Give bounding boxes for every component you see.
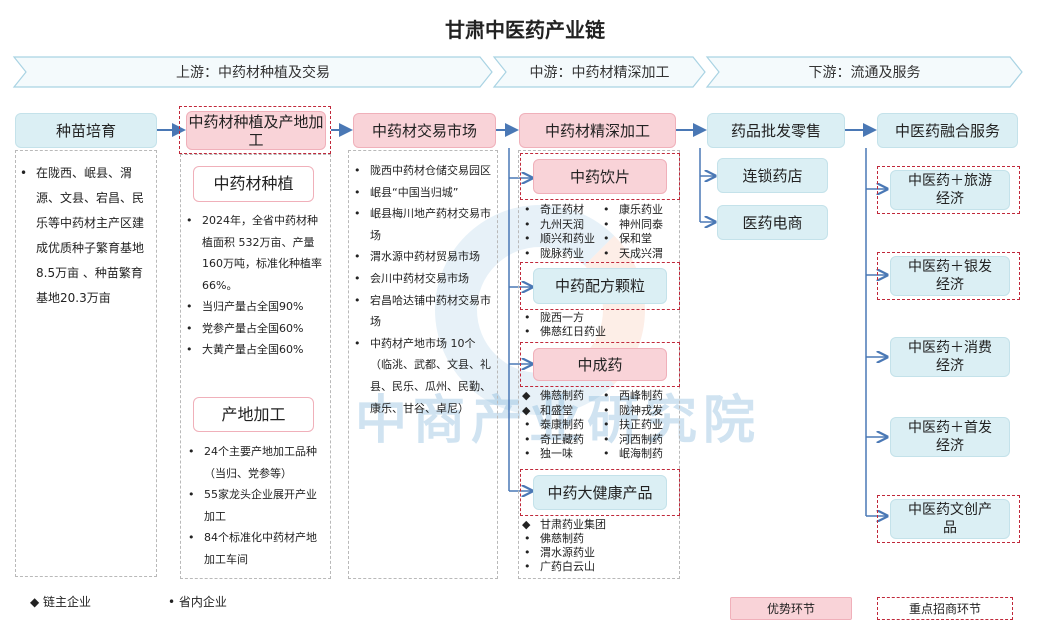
company-item: 岷海制药 (599, 447, 678, 462)
pharma-ecommerce: 医药电商 (717, 205, 828, 240)
bullet-list: 陇西中药材仓储交易园区岷县“中国当归城”岷县梅川地产药材交易市场渭水源中药材贸易… (350, 160, 496, 419)
company-item: 顺兴和药业 (520, 232, 599, 247)
list-item: 渭水源中药材贸易市场 (350, 246, 496, 268)
stage-downstream: 下游：流通及服务 (808, 65, 921, 81)
key-segment (520, 153, 680, 200)
company-item: 渭水源药业 (520, 546, 678, 560)
legend-local-enterprise: • 省内企业 (168, 595, 227, 609)
list-item: 当归产量占全国90% (182, 296, 328, 318)
key-segment-planting (179, 106, 331, 154)
list-item: 55家龙头企业展开产业加工 (184, 484, 326, 527)
integration-service: 中医药＋银发经济 (890, 256, 1010, 296)
stage-upstream-shape (12, 56, 493, 88)
company-item: 奇正药材 (520, 203, 599, 218)
legend-advantage: 优势环节 (730, 597, 852, 620)
key-segment (877, 166, 1020, 214)
sub-segment: 中药饮片 (533, 159, 667, 194)
stage-downstream-shape (705, 56, 1023, 88)
company-item: 独一味 (520, 447, 599, 462)
header-deep-processing: 中药材精深加工 (519, 113, 676, 148)
list-item: 中药材产地市场 10个（临洮、武都、文县、礼县、民乐、瓜州、民勤、康乐、甘谷、卓… (350, 333, 496, 419)
legend-key-investment: 重点招商环节 (877, 597, 1013, 620)
key-segment (520, 342, 680, 387)
list-item: 岷县“中国当归城” (350, 182, 496, 204)
company-item: 西峰制药 (599, 389, 678, 404)
company-list: 奇正药材康乐药业九州天润神州同泰顺兴和药业保和堂陇脉药业天成兴渭 (520, 203, 678, 261)
list-item: 陇西中药材仓储交易园区 (350, 160, 496, 182)
company-item: 天成兴渭 (599, 247, 678, 262)
company-item: 奇正藏药 (520, 433, 599, 448)
company-item: 佛慈红日药业 (520, 325, 678, 339)
sub-planting: 中药材种植 (193, 166, 314, 202)
stage-banner (12, 56, 1023, 88)
company-item: 广药白云山 (520, 560, 678, 574)
list-item: 大黄产量占全国60% (182, 339, 328, 361)
list-item: 宕昌哈达铺中药材交易市场 (350, 290, 496, 333)
company-item: 甘肃药业集团 (520, 518, 678, 532)
key-segment (877, 495, 1020, 543)
chain-pharmacy: 连锁药店 (717, 158, 828, 193)
col1-panel: 在陇西、岷县、渭源、文县、宕昌、民乐等中药材主产区建成优质种子繁育基地 8.5万… (15, 150, 157, 577)
bullet-list: 在陇西、岷县、渭源、文县、宕昌、民乐等中药材主产区建成优质种子繁育基地 8.5万… (16, 161, 150, 311)
bullet-list: 24个主要产地加工品种（当归、党参等）55家龙头企业展开产业加工84个标准化中药… (184, 441, 326, 570)
company-item: 保和堂 (599, 232, 678, 247)
legend-chain-leader: ◆ 链主企业 (30, 595, 92, 609)
company-item: 神州同泰 (599, 218, 678, 233)
list-item: 会川中药材交易市场 (350, 268, 496, 290)
key-segment (520, 262, 680, 310)
col3-panel (348, 150, 498, 579)
company-item: 河西制药 (599, 433, 678, 448)
header-trading-market: 中药材交易市场 (353, 113, 496, 148)
key-segment (877, 252, 1020, 300)
list-item: 24个主要产地加工品种（当归、党参等） (184, 441, 326, 484)
company-item: 扶正药业 (599, 418, 678, 433)
company-item: 佛慈制药 (520, 532, 678, 546)
sub-segment: 中成药 (533, 348, 667, 381)
list-item: 岷县梅川地产药材交易市场 (350, 203, 496, 246)
page-title: 甘肃中医药产业链 (445, 18, 605, 42)
header-planting-processing: 中药材种植及产地加工 (186, 111, 326, 150)
company-list: 陇西一方佛慈红日药业 (520, 311, 678, 339)
company-item: 和盛堂 (520, 404, 599, 419)
company-list: 佛慈制药西峰制药和盛堂陇神戎发泰康制药扶正药业奇正藏药河西制药独一味岷海制药 (520, 389, 678, 462)
sub-processing: 产地加工 (193, 397, 314, 432)
company-item: 九州天润 (520, 218, 599, 233)
list-item: 在陇西、岷县、渭源、文县、宕昌、民乐等中药材主产区建成优质种子繁育基地 8.5万… (16, 161, 150, 311)
company-item: 康乐药业 (599, 203, 678, 218)
bullet-list: 2024年，全省中药材种植面积 532万亩、产量160万吨，标准化种植率66%。… (182, 210, 328, 361)
key-segment (520, 469, 680, 516)
col2-panel (180, 154, 331, 579)
header-wholesale-retail: 药品批发零售 (707, 113, 845, 148)
header-seedling: 种苗培育 (15, 113, 157, 148)
list-item: 84个标准化中药材产地加工车间 (184, 527, 326, 570)
sub-segment: 中药配方颗粒 (533, 268, 667, 304)
company-item: 陇神戎发 (599, 404, 678, 419)
header-integration-services: 中医药融合服务 (877, 113, 1018, 148)
integration-service: 中医药＋首发经济 (890, 417, 1010, 457)
company-item: 陇西一方 (520, 311, 678, 325)
list-item: 党参产量占全国60% (182, 318, 328, 340)
company-item: 佛慈制药 (520, 389, 599, 404)
integration-service: 中医药＋旅游经济 (890, 170, 1010, 210)
stage-midstream: 中游：中药材精深加工 (529, 65, 670, 81)
stage-upstream: 上游：中药材种植及交易 (176, 65, 330, 81)
list-item: 2024年，全省中药材种植面积 532万亩、产量160万吨，标准化种植率66%。 (182, 210, 328, 296)
company-item: 泰康制药 (520, 418, 599, 433)
company-item: 陇脉药业 (520, 247, 599, 262)
integration-service: 中医药文创产品 (890, 499, 1010, 539)
company-list: 甘肃药业集团佛慈制药渭水源药业广药白云山 (520, 518, 678, 574)
sub-segment: 中药大健康产品 (533, 475, 667, 510)
integration-service: 中医药＋消费经济 (890, 337, 1010, 377)
stage-midstream-shape (492, 56, 706, 88)
